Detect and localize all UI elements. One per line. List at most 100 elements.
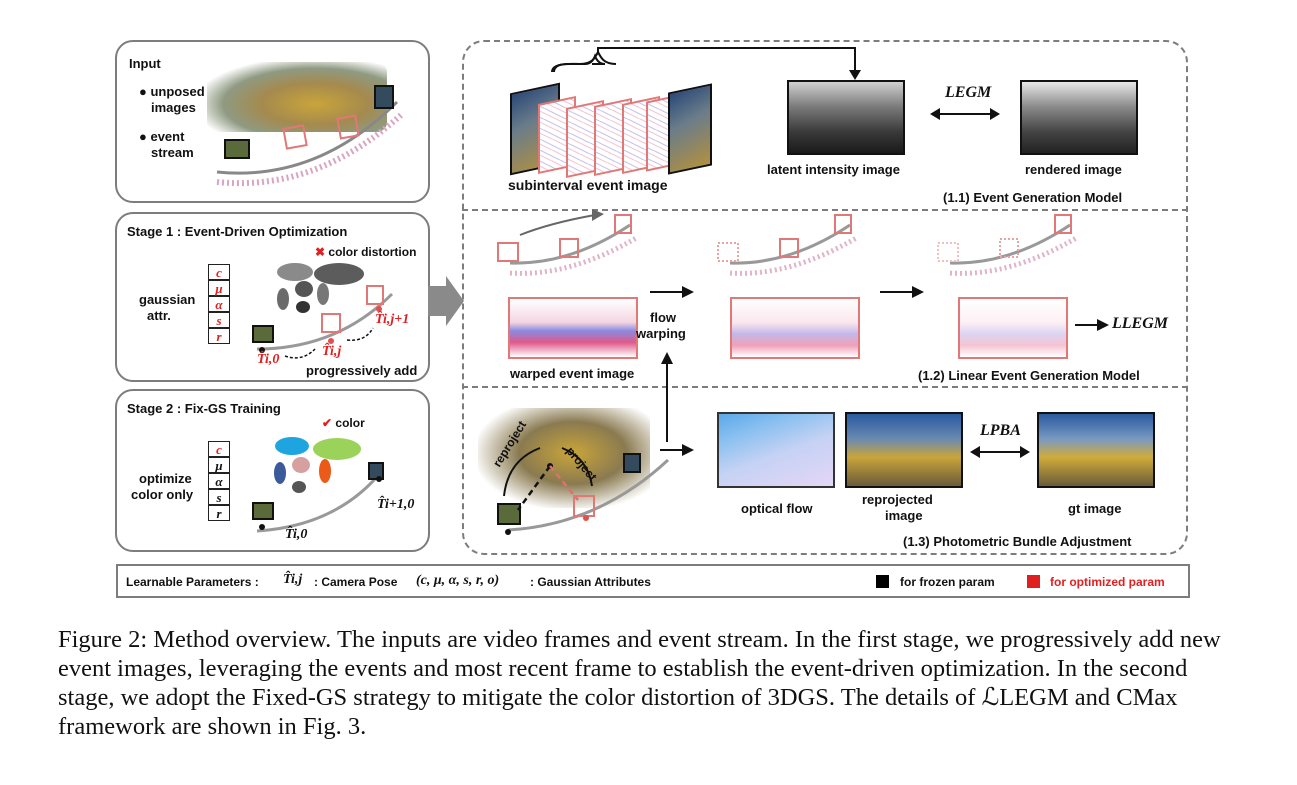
- camera-icon: [282, 124, 308, 150]
- input-bullet-1-cont: images: [151, 100, 196, 115]
- attr-c: c: [208, 264, 230, 280]
- section-1-2-title: (1.2) Linear Event Generation Model: [918, 368, 1140, 383]
- stage-arrow-icon: [428, 276, 464, 326]
- stage1-title: Stage 1 : Event-Driven Optimization: [127, 224, 348, 239]
- rendered-label: rendered image: [1025, 162, 1122, 177]
- gt-label: gt image: [1068, 501, 1122, 516]
- gaussian-attr-label-cont: attr.: [147, 308, 171, 323]
- stage2-panel: Stage 2 : Fix-GS Training ✔ color optimi…: [115, 389, 430, 552]
- legend-gaussian-attributes: : Gaussian Attributes: [530, 575, 651, 589]
- scene-photo: [478, 408, 650, 508]
- double-arrow-icon: [970, 446, 1030, 458]
- flow-label-cont: warping: [636, 326, 686, 341]
- latent-label: latent intensity image: [767, 162, 900, 177]
- frame-image: [668, 83, 712, 175]
- optimized-swatch: [1027, 575, 1040, 588]
- attr-s: s: [208, 489, 230, 505]
- camera-icon: [321, 313, 341, 333]
- camera-icon: [623, 453, 641, 473]
- camera-icon: [497, 242, 519, 262]
- camera-icon: [559, 238, 579, 258]
- input-panel: Input ● unposed images ● event stream: [115, 40, 430, 203]
- camera-icon: [336, 114, 360, 140]
- reprojected-label: reprojected: [862, 492, 933, 507]
- color-distortion-label: ✖ color distortion: [315, 245, 417, 259]
- rendered-image: [1020, 80, 1138, 155]
- camera-icon: [717, 242, 739, 262]
- warped-event-image: [730, 297, 860, 359]
- camera-icon: [834, 214, 852, 234]
- projection-diagram: [497, 447, 670, 535]
- right-arrow-icon: [660, 444, 694, 456]
- flow-label: flow: [650, 310, 676, 325]
- legend-optimized: for optimized param: [1050, 575, 1165, 589]
- camera-icon: [368, 462, 384, 480]
- camera-icon: [252, 325, 274, 343]
- legend-learnable: Learnable Parameters :: [126, 575, 259, 589]
- pose-ij-label: T̂i,j: [322, 344, 342, 359]
- optical-flow-image: [717, 412, 835, 488]
- up-arrow-icon: [661, 352, 673, 442]
- attr-alpha: α: [208, 473, 230, 489]
- optimize-label: optimize: [139, 471, 192, 486]
- pose-i0-label: T̂i,0: [257, 352, 280, 367]
- legend-frozen: for frozen param: [900, 575, 995, 589]
- attr-alpha: α: [208, 296, 230, 312]
- input-bullet-1: ● unposed: [139, 84, 205, 99]
- stage2-title: Stage 2 : Fix-GS Training: [127, 401, 281, 416]
- gaussian-attr-label: gaussian: [139, 292, 196, 307]
- reprojected-image: [845, 412, 963, 488]
- right-arrow-icon: [1075, 319, 1109, 331]
- input-trajectory-diagram: [216, 85, 405, 187]
- legend-gauss-symbol: (c, μ, α, s, r, o): [416, 573, 500, 588]
- input-bullet-2-cont: stream: [151, 145, 194, 160]
- camera-icon: [937, 242, 959, 262]
- double-arrow-icon: [930, 108, 1000, 120]
- figure-caption: Figure 2: Method overview. The inputs ar…: [58, 626, 1221, 740]
- right-arrow-icon: [880, 286, 924, 298]
- legend-pose-symbol: T̂i,j: [283, 572, 303, 587]
- gt-image: [1037, 412, 1155, 488]
- selection-brace-arrow: [551, 47, 861, 80]
- loss-legm-label: LLEGM: [1112, 315, 1168, 332]
- legend-camera-pose: : Camera Pose: [314, 575, 398, 589]
- stage1-panel: Stage 1 : Event-Driven Optimization ✖ co…: [115, 212, 430, 382]
- stage1-gaussians-diagram: [252, 263, 394, 359]
- right-dashed-frame: [462, 40, 1188, 555]
- camera-icon: [614, 214, 632, 234]
- attr-mu: μ: [208, 280, 230, 296]
- frozen-swatch: [876, 575, 889, 588]
- color-check-label: ✔ color: [322, 416, 365, 430]
- camera-icon: [252, 502, 274, 520]
- latent-intensity-image: [787, 80, 905, 155]
- pose-i10-label: T̂i+1,0: [377, 497, 415, 512]
- input-scene-photo: [207, 62, 387, 132]
- legend-bar: Learnable Parameters : T̂i,j : Camera Po…: [116, 564, 1190, 598]
- pose-i0-label: T̂i,0: [285, 527, 308, 542]
- camera-icon: [497, 503, 521, 525]
- section-1-1-title: (1.1) Event Generation Model: [943, 190, 1123, 205]
- optimize-label-cont: color only: [131, 487, 194, 502]
- attr-r: r: [208, 328, 230, 344]
- attr-s: s: [208, 312, 230, 328]
- loss-pba-label: LPBA: [980, 422, 1021, 439]
- camera-icon: [779, 238, 799, 258]
- camera-icon: [999, 238, 1019, 258]
- camera-icon: [1054, 214, 1072, 234]
- right-arrow-icon: [650, 286, 694, 298]
- camera-icon: [374, 85, 394, 109]
- section-divider: [462, 209, 1188, 211]
- reprojected-label-cont: image: [885, 508, 923, 523]
- subinterval-label: subinterval event image: [508, 177, 668, 193]
- warped-event-image: [958, 297, 1068, 359]
- section-divider: [462, 386, 1188, 388]
- section-1-3-title: (1.3) Photometric Bundle Adjustment: [903, 534, 1132, 549]
- warped-event-image: [508, 297, 638, 359]
- attr-c: c: [208, 441, 230, 457]
- input-title: Input: [129, 56, 161, 71]
- section-1-2-trajectories: [497, 209, 1080, 276]
- warped-label: warped event image: [510, 366, 635, 381]
- loss-egm-label: LEGM: [945, 84, 992, 101]
- pose-ij1-label: T̂i,j+1: [375, 312, 410, 327]
- input-bullet-2: ● event: [139, 129, 185, 144]
